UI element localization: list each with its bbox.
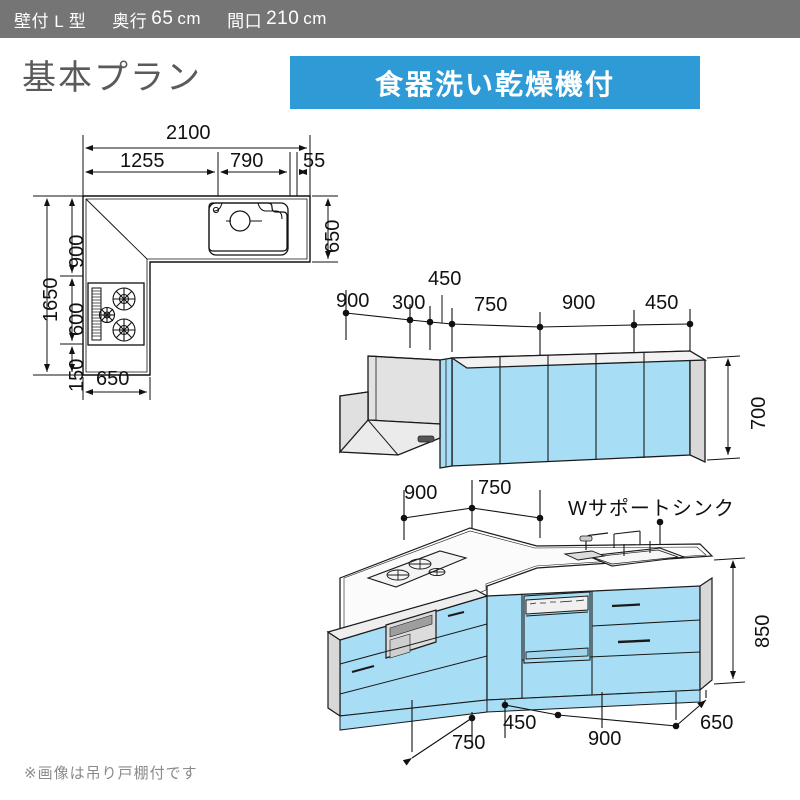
dim-plan-seg-900: 900 bbox=[66, 234, 88, 268]
dim-bottom-750: 750 bbox=[452, 732, 486, 754]
header-bar: 壁付 L 型 奥行 65 cm 間口 210 cm bbox=[0, 0, 800, 38]
dim-upper-300: 300 bbox=[392, 292, 426, 314]
dim-left-total bbox=[33, 195, 83, 376]
header-depth-label: 奥行 bbox=[112, 11, 148, 31]
dim-plan-seg-600: 600 bbox=[66, 302, 88, 336]
dim-plan-total-width: 2100 bbox=[166, 122, 211, 144]
dim-plan-depth bbox=[312, 195, 338, 263]
feature-badge: 食器洗い乾燥機付 bbox=[290, 56, 700, 109]
dim-upper-900: 900 bbox=[336, 290, 370, 312]
burner-3 bbox=[112, 318, 136, 342]
dim-bottom-450: 450 bbox=[503, 712, 537, 734]
upper-cabinet-dimensions bbox=[342, 290, 694, 358]
dim-upper-900b: 900 bbox=[562, 292, 596, 314]
dim-upper-height-700: 700 bbox=[748, 396, 770, 430]
plan-cooktop bbox=[87, 282, 145, 346]
plan-outline bbox=[82, 195, 311, 376]
dim-top-total bbox=[82, 135, 311, 196]
dim-plan-seg-55: 55 bbox=[303, 150, 326, 172]
dim-upper-450: 450 bbox=[428, 268, 462, 290]
counter-bottom-dimensions bbox=[402, 690, 707, 766]
dim-plan-bottom-650: 650 bbox=[96, 368, 130, 390]
dim-top-segments bbox=[85, 152, 307, 196]
dim-counter-height-850: 850 bbox=[752, 614, 774, 648]
dim-left-segments bbox=[60, 198, 83, 372]
dim-plan-depth-650: 650 bbox=[322, 219, 344, 253]
burner-2 bbox=[98, 306, 116, 324]
dim-bottom-650: 650 bbox=[700, 712, 734, 734]
dim-plan-seg-150: 150 bbox=[66, 358, 88, 392]
floor-plan-view bbox=[33, 135, 338, 400]
dim-plan-seg-1255: 1255 bbox=[120, 150, 165, 172]
header-width-unit: cm bbox=[303, 9, 327, 28]
dim-counter-height bbox=[713, 557, 746, 685]
header-width-label: 間口 bbox=[227, 11, 263, 31]
dishwasher bbox=[523, 591, 591, 664]
header-width-value: 210 bbox=[266, 8, 300, 29]
plan-sink bbox=[208, 202, 289, 256]
dim-counter-750: 750 bbox=[478, 477, 512, 499]
sink-callout-label: Wサポートシンク bbox=[568, 498, 735, 520]
upper-cabinets bbox=[339, 349, 708, 469]
dim-upper-750: 750 bbox=[474, 294, 508, 316]
header-layout-type: 壁付 L 型 bbox=[14, 11, 87, 31]
lower-counter-unit bbox=[326, 527, 714, 731]
dim-plan-seg-790: 790 bbox=[230, 150, 264, 172]
dim-upper-height bbox=[706, 355, 741, 461]
header-depth-unit: cm bbox=[177, 9, 202, 28]
cooktop-3d bbox=[366, 550, 468, 588]
dim-upper-450b: 450 bbox=[645, 292, 679, 314]
dim-bottom-900: 900 bbox=[588, 728, 622, 750]
dim-plan-bottom bbox=[82, 377, 151, 400]
dim-counter-900: 900 bbox=[404, 482, 438, 504]
title-row: 基本プラン 食器洗い乾燥機付 bbox=[0, 38, 800, 114]
feature-badge-label: 食器洗い乾燥機付 bbox=[374, 68, 615, 100]
sink-3d bbox=[563, 530, 685, 567]
page-title: 基本プラン bbox=[22, 59, 202, 97]
dim-plan-total-depth: 1650 bbox=[40, 277, 62, 323]
header-depth-value: 65 bbox=[151, 8, 174, 29]
burner-1 bbox=[112, 287, 136, 311]
footnote-text: ※画像は吊り戸棚付です bbox=[24, 765, 198, 782]
